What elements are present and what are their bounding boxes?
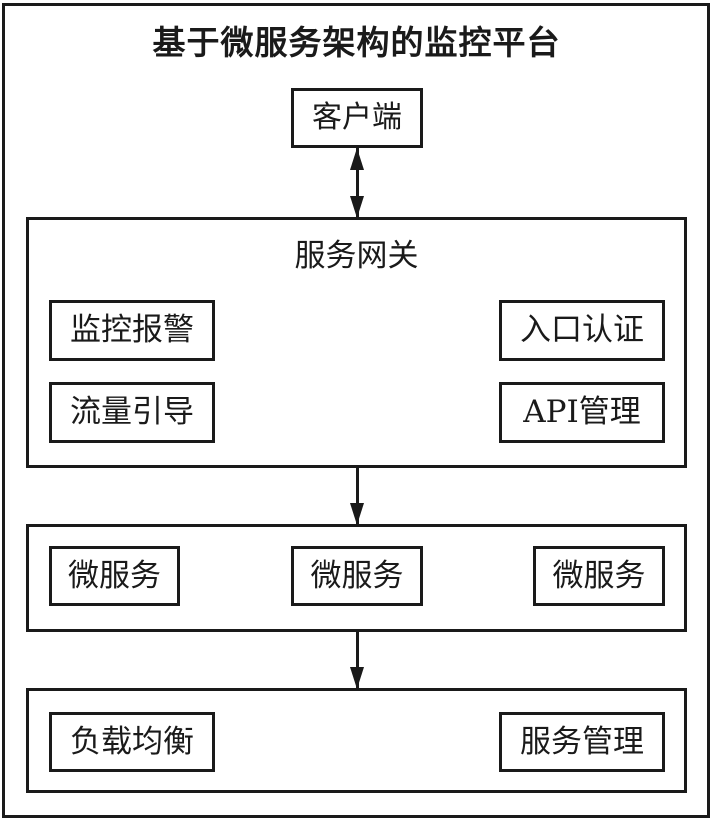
connector-line xyxy=(356,148,359,218)
service-gateway-label: 服务网关 xyxy=(294,238,419,274)
client-box[interactable]: 客户端 xyxy=(291,88,423,148)
gateway-module-traffic-guide[interactable]: 流量引导 xyxy=(49,382,215,443)
arrow-head-up-icon xyxy=(350,148,364,170)
arrow-head-down-icon xyxy=(350,667,364,689)
arrow-head-down-icon xyxy=(350,503,364,525)
gateway-module-entry-auth[interactable]: 入口认证 xyxy=(499,300,665,361)
infrastructure-box-load-balance[interactable]: 负载均衡 xyxy=(49,712,215,772)
infrastructure-box-service-management[interactable]: 服务管理 xyxy=(499,712,665,772)
gateway-module-api-management[interactable]: API管理 xyxy=(499,382,665,443)
connector-microservices-infrastructure xyxy=(350,631,365,689)
connector-line xyxy=(356,467,359,525)
gateway-module-monitor-alarm[interactable]: 监控报警 xyxy=(49,300,215,361)
arrow-head-down-icon xyxy=(350,196,364,218)
diagram-outer-frame xyxy=(2,3,710,818)
connector-client-gateway xyxy=(350,148,365,218)
connector-line xyxy=(356,631,359,689)
microservice-box-3[interactable]: 微服务 xyxy=(533,546,665,606)
diagram-title: 基于微服务架构的监控平台 xyxy=(152,23,561,62)
microservice-box-1[interactable]: 微服务 xyxy=(49,546,180,606)
microservice-box-2[interactable]: 微服务 xyxy=(291,546,423,606)
connector-gateway-microservices xyxy=(350,467,365,525)
